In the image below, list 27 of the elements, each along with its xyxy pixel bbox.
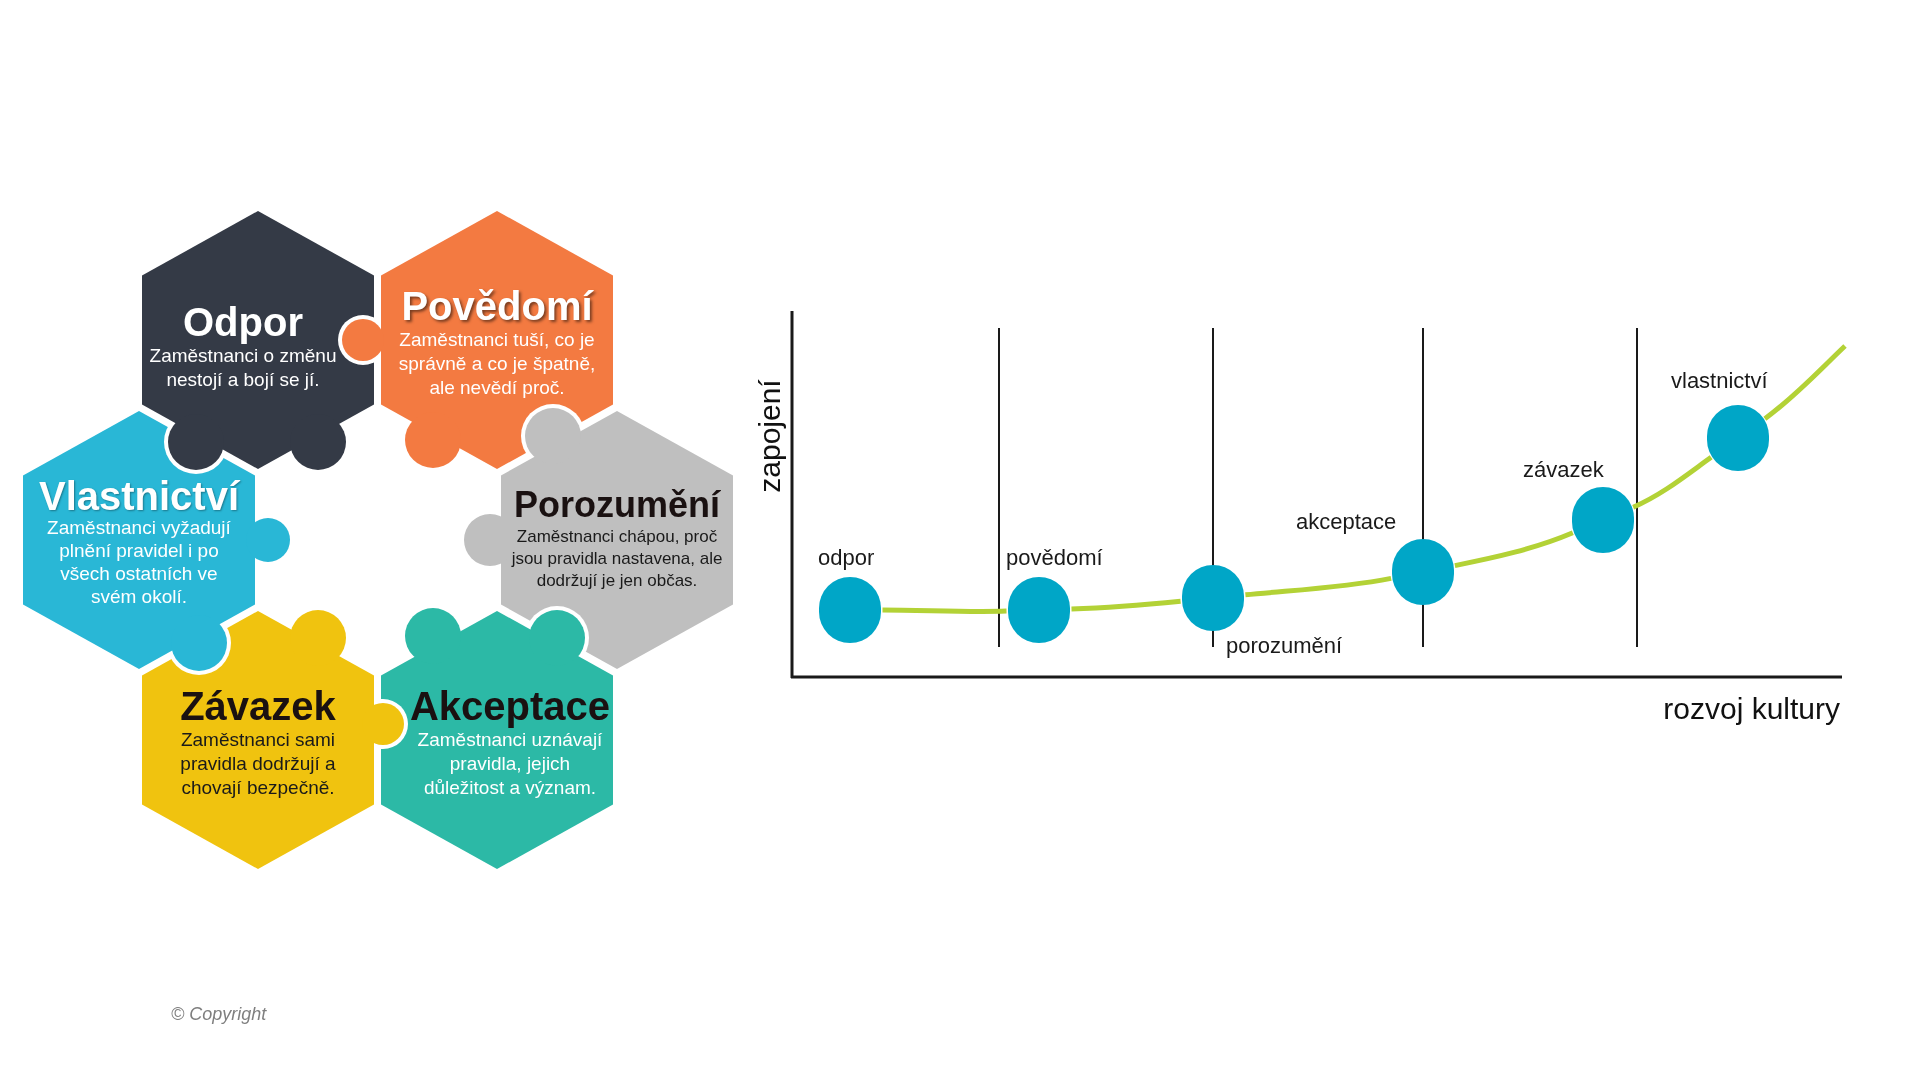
piece-heading: Povědomí — [401, 284, 593, 328]
curve-line — [1071, 598, 1181, 612]
stage-label: závazek — [1523, 457, 1604, 483]
piece-description: Zaměstnanci sami pravidla dodržují a chovají bezpečně. — [179, 728, 337, 800]
axis-title: rozvoj kultury — [1663, 692, 1840, 726]
curve-line — [1454, 530, 1574, 569]
curve-line — [1763, 344, 1847, 421]
piece-description: Zaměstnanci o změnu nestojí a bojí se jí. — [148, 344, 338, 392]
stage-label: akceptace — [1296, 509, 1397, 535]
piece-heading: Odpor — [183, 300, 303, 344]
piece-description: Zaměstnanci tuší, co je správně a co je špatně, ale nevědí proč. — [397, 328, 597, 400]
piece-description: Zaměstnanci uznávají pravidla, jejich důležitost a význam. — [416, 728, 604, 800]
piece-description: Zaměstnanci vyžadují plnění pravidel i po všech ostatních ve svém okolí. — [46, 516, 232, 608]
copyright-note: © Copyright — [171, 1003, 267, 1025]
curve-line — [882, 607, 1007, 614]
piece-heading: Závazek — [180, 684, 336, 728]
piece-heading: Vlastnictví — [38, 476, 240, 516]
stage-label: povědomí — [1006, 545, 1103, 571]
curve-line — [1632, 455, 1713, 510]
axis-title: zapojení — [753, 379, 787, 493]
stage-label: porozumění — [1226, 633, 1343, 659]
curve-line — [1245, 575, 1392, 598]
piece-heading: Porozumění — [514, 484, 720, 526]
stage-label: vlastnictví — [1671, 368, 1768, 394]
piece-heading: Akceptace — [409, 684, 611, 728]
stage-label: odpor — [818, 545, 875, 571]
piece-description: Zaměstnanci chápou, proč jsou pravidla nastavena, ale dodržují je jen občas. — [511, 526, 723, 592]
